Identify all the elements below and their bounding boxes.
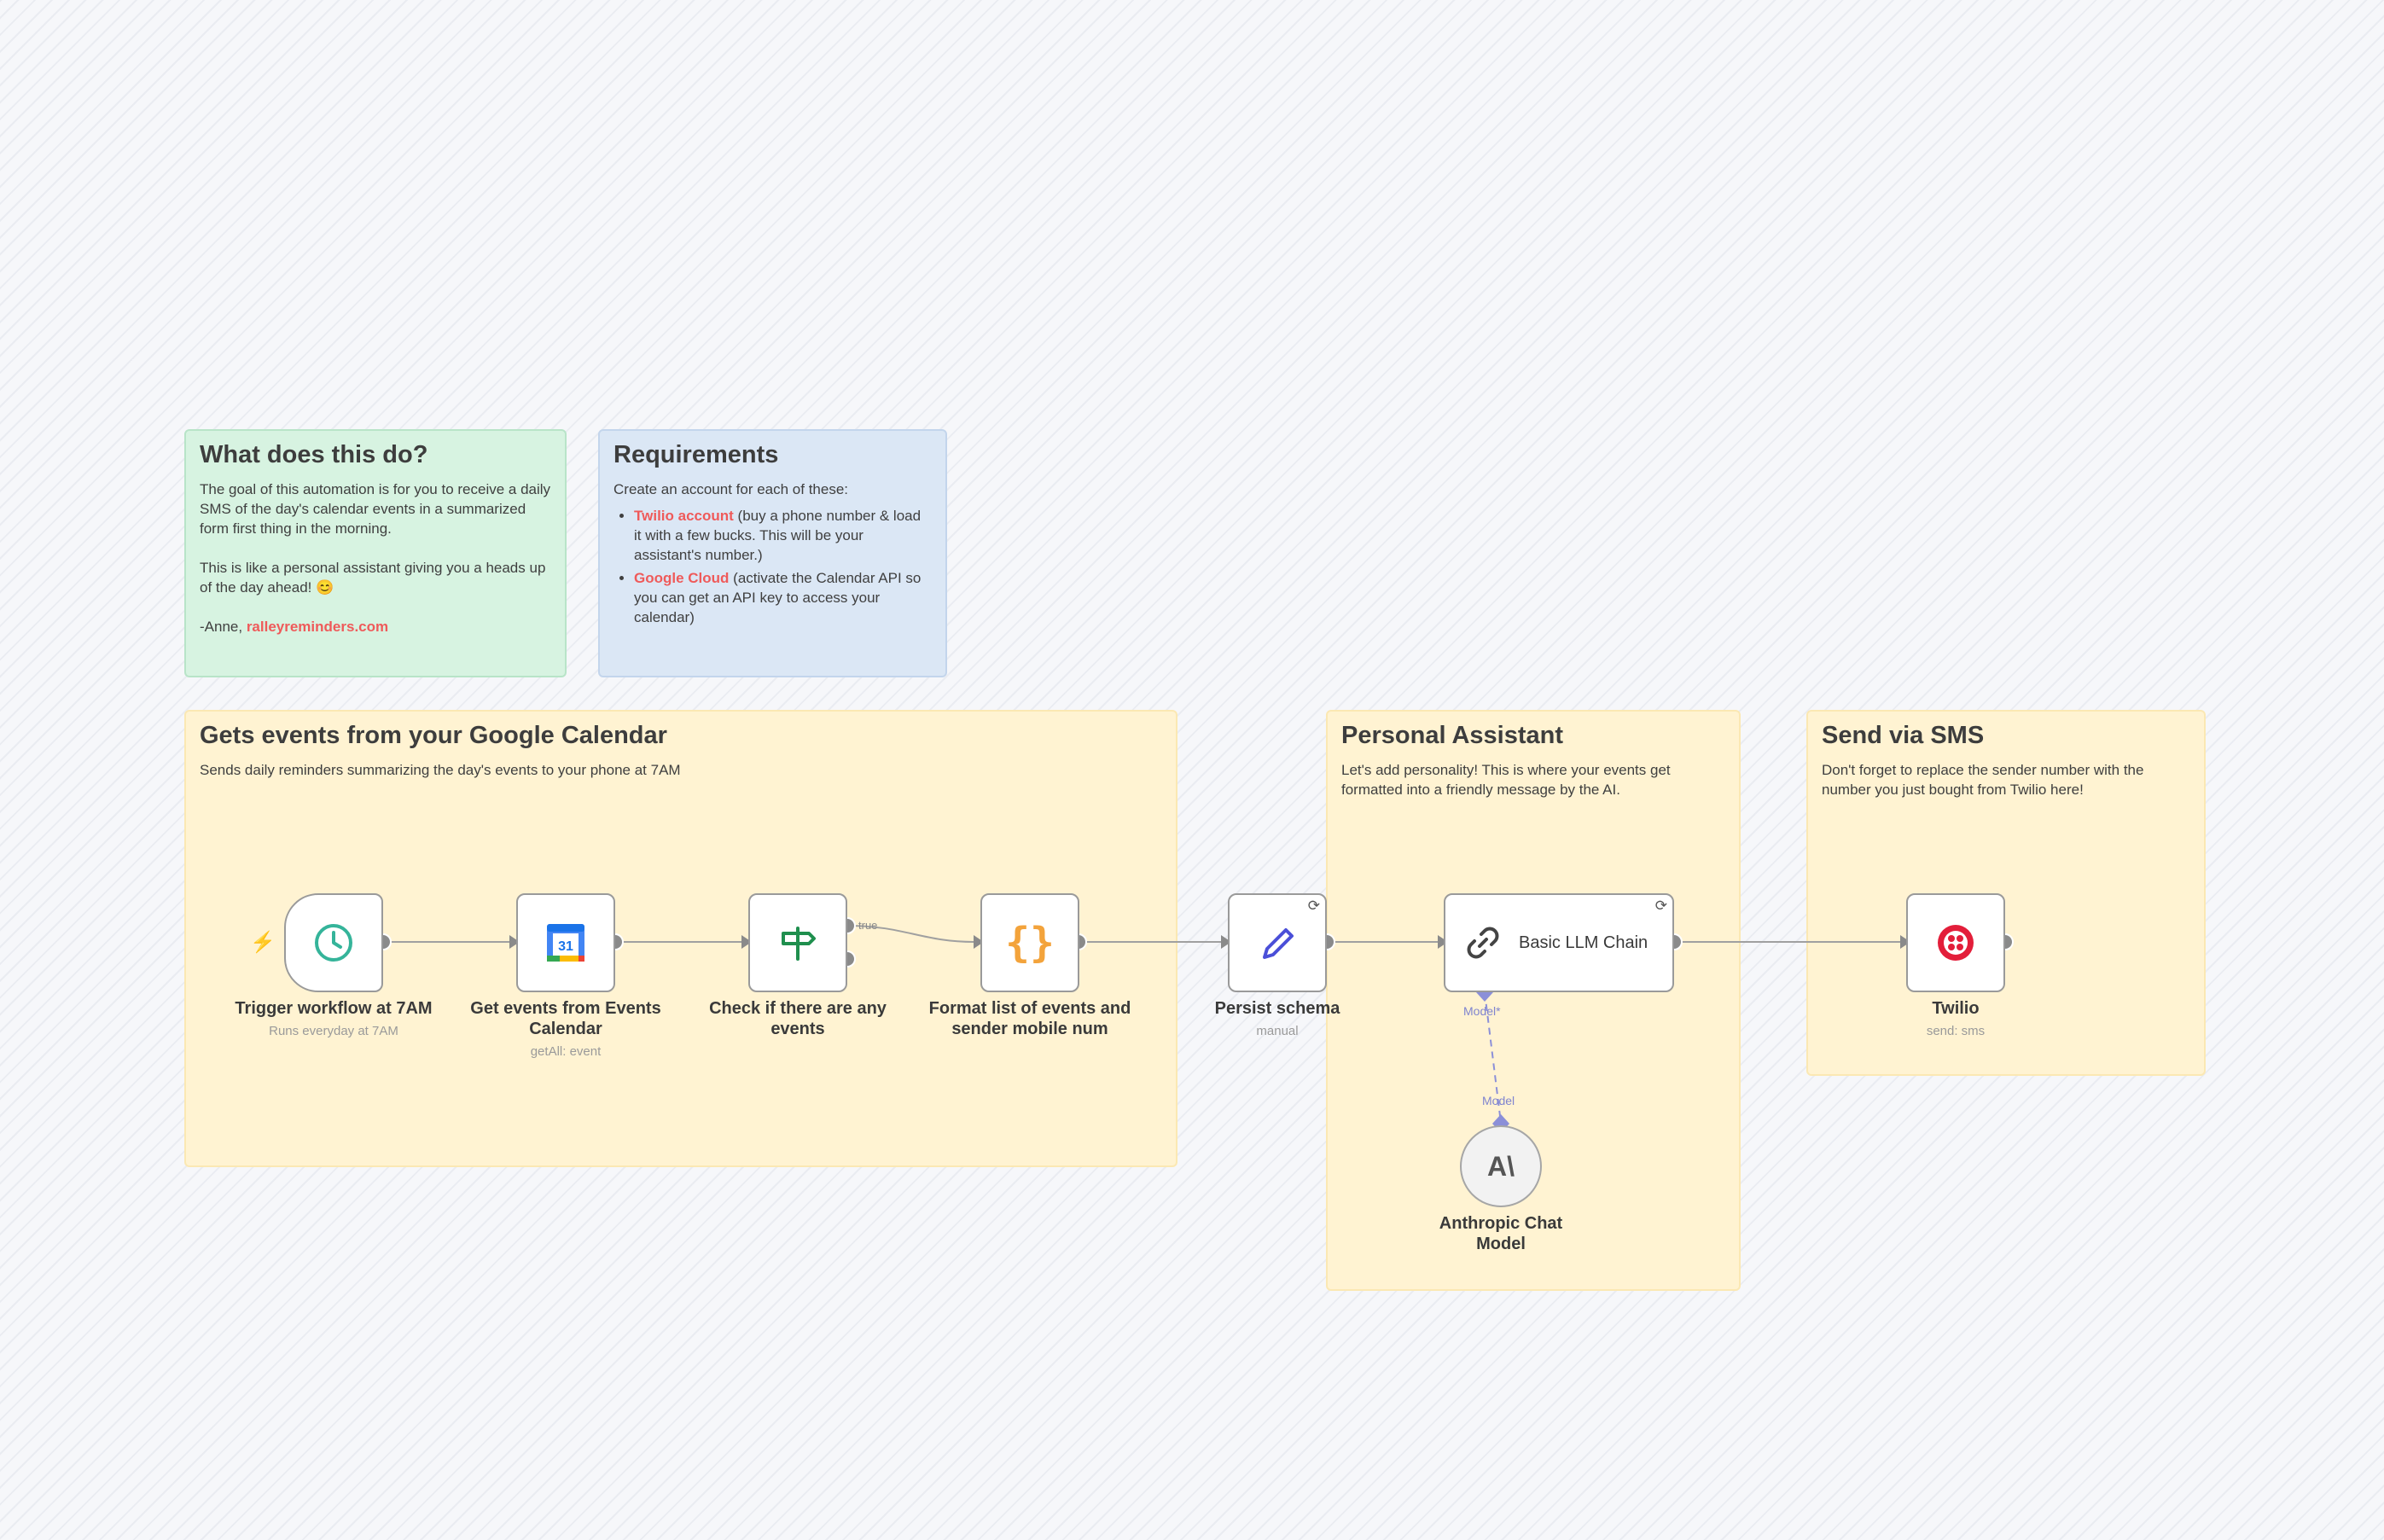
node-title: Get events from Events Calendar — [470, 999, 661, 1038]
sticky-paragraph: This is like a personal assistant giving… — [200, 560, 546, 596]
node-title: Check if there are any events — [709, 999, 887, 1038]
sticky-requirements[interactable]: Requirements Create an account for each … — [598, 429, 947, 677]
node-subtitle: Runs everyday at 7AM — [269, 1024, 398, 1038]
google-calendar-icon: 31 — [547, 924, 584, 962]
arrowhead — [1438, 935, 1448, 949]
ralleyreminders-link[interactable]: ralleyreminders.com — [246, 619, 389, 635]
node-persist-schema[interactable]: ⟳ — [1228, 893, 1327, 992]
signpost-icon — [782, 927, 816, 961]
arrowhead — [741, 935, 752, 949]
arrowhead — [974, 935, 984, 949]
trigger-bolt-icon: ⚡ — [250, 931, 276, 954]
google-cloud-link[interactable]: Google Cloud — [634, 570, 730, 586]
node-get-calendar-events[interactable]: 31 — [516, 893, 615, 992]
node-check-events[interactable] — [748, 893, 847, 992]
requirement-text: (activate the Calendar API so you can ge… — [634, 570, 922, 625]
arrowhead — [509, 935, 520, 949]
requirement-item: Twilio account (buy a phone number & loa… — [634, 506, 932, 565]
loop-icon: ⟳ — [1654, 898, 1667, 914]
clock-icon — [315, 924, 352, 962]
sticky-paragraph: The goal of this automation is for you t… — [200, 481, 551, 537]
requirement-item: Google Cloud (activate the Calendar API … — [634, 568, 932, 627]
sticky-title: What does this do? — [200, 441, 428, 468]
sticky-intro: Create an account for each of these: — [613, 481, 849, 497]
node-twilio[interactable] — [1906, 893, 2005, 992]
port-label-model: Model — [1482, 1094, 1515, 1107]
node-title: Twilio — [1932, 999, 1980, 1018]
connection-model-llm — [1484, 991, 1502, 1124]
twilio-icon — [1938, 925, 1974, 961]
node-title: Trigger workflow at 7AM — [235, 999, 433, 1018]
svg-text:31: 31 — [558, 939, 573, 954]
node-subtitle: manual — [1256, 1024, 1299, 1038]
node-title: Anthropic Chat Model — [1439, 1214, 1563, 1253]
node-title: Persist schema — [1214, 999, 1340, 1018]
requirement-text: (buy a phone number & load it with a few… — [634, 508, 922, 563]
signoff-text: -Anne, — [200, 619, 247, 635]
braces-icon: {} — [1005, 919, 1055, 967]
anthropic-icon: A\ — [1487, 1150, 1515, 1182]
requirements-list: Twilio account (buy a phone number & loa… — [613, 506, 932, 627]
pencil-icon — [1263, 928, 1294, 959]
arrowhead — [1900, 935, 1910, 949]
node-basic-llm-chain[interactable]: ⟳ Basic LLM Chain — [1444, 893, 1674, 992]
port-label-model-required: Model* — [1463, 1004, 1501, 1018]
sticky-title: Requirements — [613, 441, 779, 468]
sticky-signoff: -Anne, ralleyreminders.com — [200, 617, 551, 636]
node-title: Format list of events and sender mobile … — [928, 999, 1131, 1038]
link-icon — [1467, 927, 1499, 959]
twilio-account-link[interactable]: Twilio account — [634, 508, 734, 524]
sticky-what-does-this-do[interactable]: What does this do? The goal of this auto… — [184, 429, 567, 677]
node-subtitle: send: sms — [1926, 1024, 1986, 1038]
arrowhead — [1221, 935, 1231, 949]
branch-label-true: true — [858, 919, 877, 932]
node-subtitle: getAll: event — [530, 1044, 602, 1059]
loop-icon: ⟳ — [1307, 898, 1320, 914]
node-format-events[interactable]: {} — [980, 893, 1079, 992]
node-title: Basic LLM Chain — [1519, 933, 1648, 952]
node-trigger-7am[interactable] — [284, 893, 383, 992]
connection-check-format — [846, 925, 975, 943]
node-anthropic-chat-model[interactable]: A\ — [1460, 1125, 1542, 1207]
